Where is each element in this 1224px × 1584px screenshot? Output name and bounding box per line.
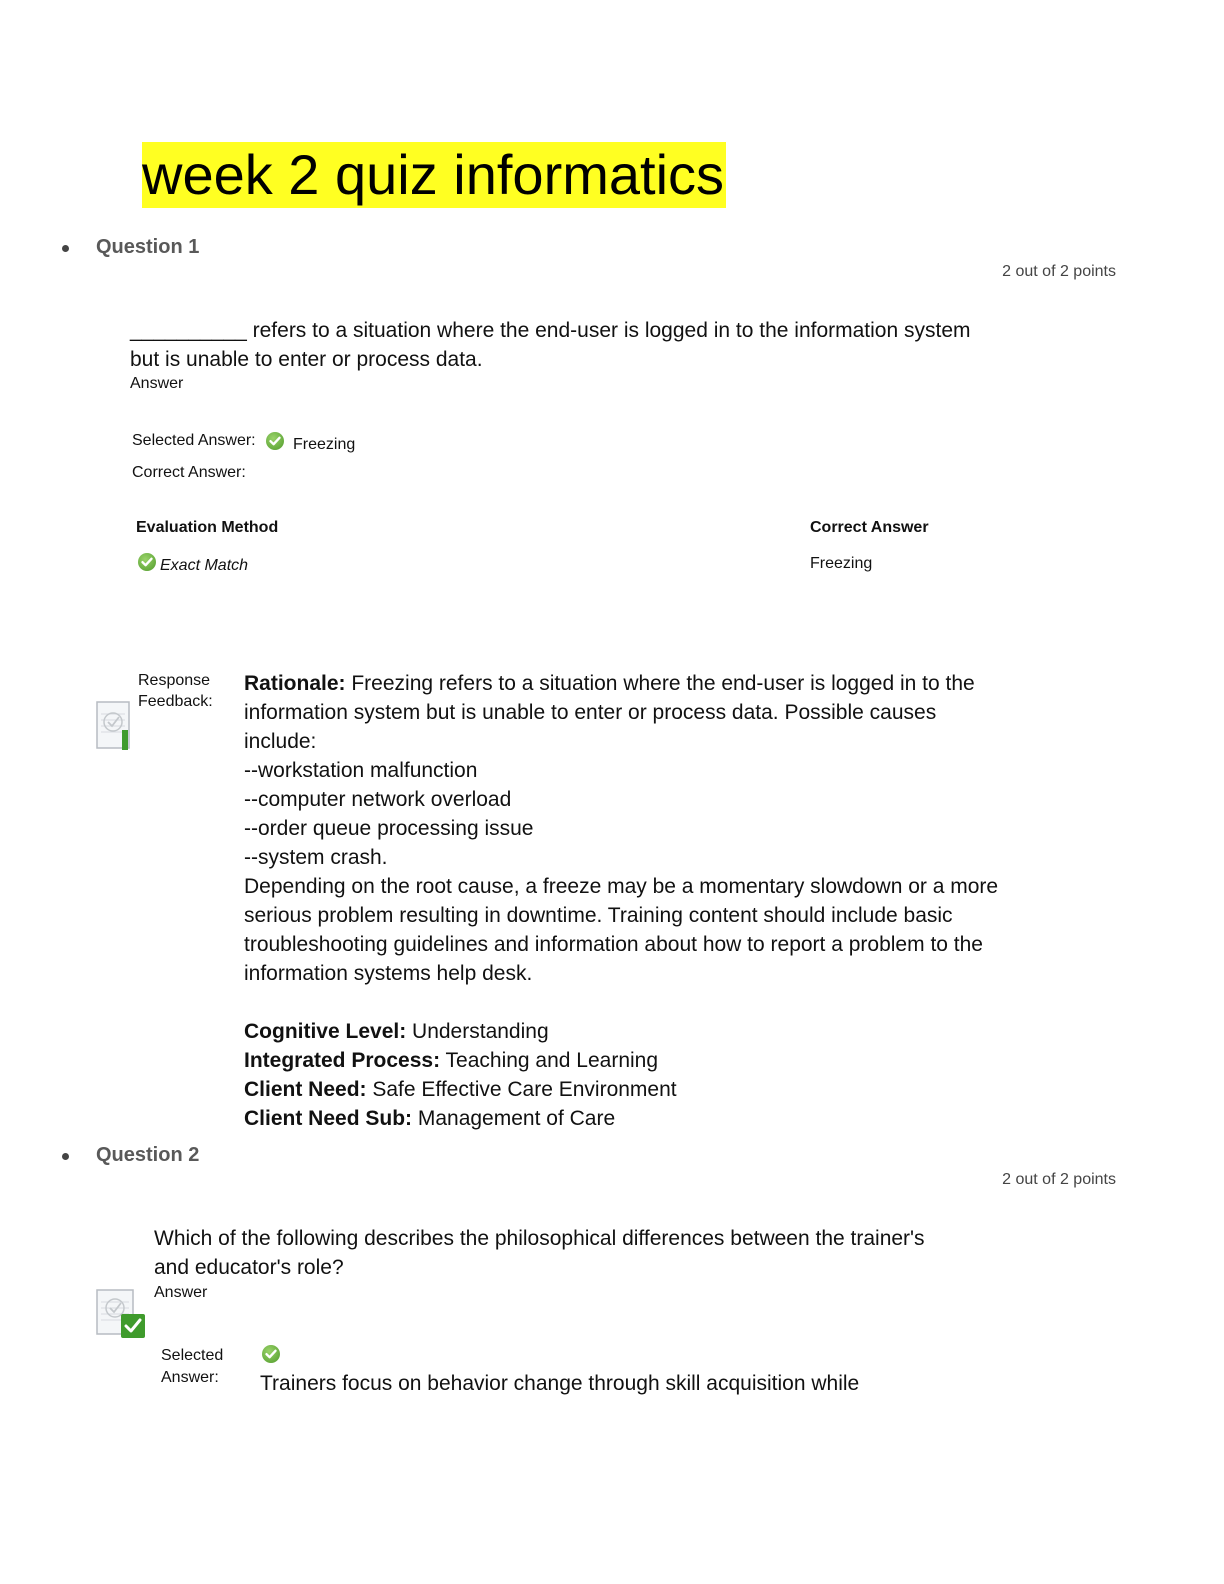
question-text-line: and educator's role? (154, 1256, 344, 1279)
rationale-paragraph: Depending on the root cause, a freeze ma… (244, 875, 999, 898)
meta-label: Cognitive Level: (244, 1020, 407, 1043)
label-line: Feedback: (138, 693, 213, 710)
correct-answer-header: Correct Answer (810, 519, 929, 536)
rationale-text: information system but is unable to ente… (244, 701, 937, 724)
cause-item: --workstation malfunction (244, 759, 478, 782)
feedback-document-icon (95, 700, 147, 752)
check-circle-icon (138, 553, 156, 571)
rationale-text: Freezing refers to a situation where the… (345, 672, 975, 695)
cause-item: --computer network overload (244, 788, 512, 811)
feedback-document-icon (95, 1288, 147, 1340)
question-1-heading: Question 1 (96, 236, 200, 258)
correct-answer-value: Freezing (810, 555, 873, 572)
question-2-text: Which of the following describes the phi… (154, 1224, 1054, 1282)
selected-answer-value: Freezing (293, 436, 356, 453)
rationale-paragraph: troubleshooting guidelines and informati… (244, 933, 983, 956)
meta-label: Client Need: (244, 1078, 367, 1101)
cause-item: --system crash. (244, 846, 388, 869)
label-line: Response (138, 672, 211, 689)
correct-answer-label: Correct Answer: (132, 464, 246, 481)
selected-answer-label: Selected Answer: (161, 1345, 223, 1389)
page-title: week 2 quiz informatics (142, 142, 727, 208)
meta-label: Client Need Sub: (244, 1107, 413, 1130)
meta-value: Teaching and Learning (440, 1049, 659, 1072)
label-line: Selected (161, 1347, 224, 1364)
response-feedback-label: Response Feedback: (138, 670, 213, 712)
meta-value: Safe Effective Care Environment (366, 1078, 677, 1101)
selected-answer-label: Selected Answer: (132, 432, 256, 449)
rationale-paragraph: serious problem resulting in downtime. T… (244, 904, 953, 927)
question-2-points: 2 out of 2 points (1002, 1171, 1116, 1188)
answer-label: Answer (154, 1284, 208, 1301)
evaluation-method-value: Exact Match (160, 557, 249, 574)
question-text-line: __________ refers to a situation where t… (130, 319, 971, 342)
selected-answer-value: Trainers focus on behavior change throug… (260, 1372, 860, 1395)
meta-label: Integrated Process: (244, 1049, 441, 1072)
meta-value: Management of Care (412, 1107, 616, 1130)
answer-label: Answer (130, 375, 184, 392)
question-bullet (62, 245, 69, 252)
check-circle-icon (266, 432, 284, 450)
question-1-points: 2 out of 2 points (1002, 263, 1116, 280)
meta-value: Understanding (406, 1020, 549, 1043)
label-line: Answer: (161, 1369, 219, 1386)
rationale-label: Rationale: (244, 672, 346, 695)
question-bullet (62, 1153, 69, 1160)
check-circle-icon (262, 1345, 280, 1363)
evaluation-method-header: Evaluation Method (136, 519, 279, 536)
response-feedback: Rationale: Freezing refers to a situatio… (244, 669, 1044, 1133)
rationale-paragraph: information systems help desk. (244, 962, 533, 985)
question-text-line: Which of the following describes the phi… (154, 1227, 925, 1250)
rationale-text: include: (244, 730, 317, 753)
question-1-text: __________ refers to a situation where t… (130, 316, 1070, 374)
question-2-heading: Question 2 (96, 1144, 200, 1166)
question-text-line: but is unable to enter or process data. (130, 348, 483, 371)
cause-item: --order queue processing issue (244, 817, 534, 840)
